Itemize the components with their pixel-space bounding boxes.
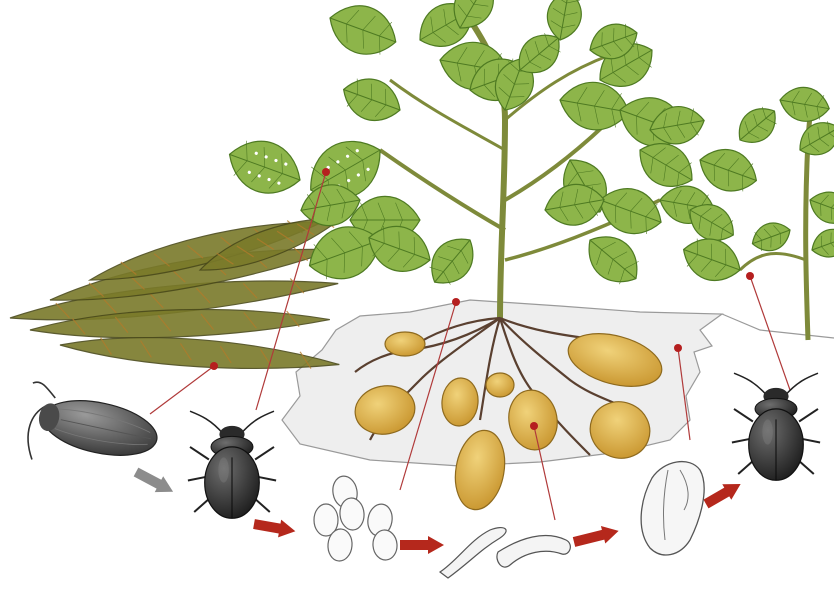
soil-surface-right bbox=[722, 314, 834, 338]
leaf bbox=[322, 0, 404, 64]
adult-beetle-emerged bbox=[188, 411, 276, 518]
life-cycle-arrow bbox=[702, 476, 746, 512]
marker-dot bbox=[746, 272, 754, 280]
marker-dot bbox=[674, 344, 682, 352]
leaf bbox=[337, 70, 407, 129]
leaf bbox=[792, 114, 834, 163]
leaf bbox=[221, 131, 309, 204]
leaf bbox=[577, 224, 649, 294]
larva-icon bbox=[440, 528, 570, 578]
tuber bbox=[385, 332, 425, 356]
leaf bbox=[805, 186, 834, 230]
leaf bbox=[677, 230, 747, 289]
leaf bbox=[730, 99, 784, 151]
adult-beetle-new bbox=[732, 373, 820, 480]
leaf bbox=[420, 228, 484, 294]
leaf bbox=[777, 83, 832, 125]
pupa-icon bbox=[641, 462, 704, 555]
marker-dot bbox=[452, 298, 460, 306]
leaf bbox=[693, 141, 763, 200]
eggs-icon bbox=[314, 474, 398, 562]
tuber bbox=[486, 373, 514, 397]
life-cycle-arrow bbox=[132, 464, 178, 500]
overwintering-beetle bbox=[17, 381, 163, 484]
wilted-plant bbox=[8, 205, 345, 377]
leaf bbox=[807, 224, 834, 263]
marker-dot bbox=[322, 168, 330, 176]
life-cycle-arrow bbox=[400, 536, 444, 554]
marker-dot bbox=[530, 422, 538, 430]
leaf bbox=[748, 217, 795, 256]
marker-dot bbox=[210, 362, 218, 370]
life-cycle-arrow bbox=[572, 522, 621, 551]
life-cycle-arrow bbox=[252, 515, 296, 540]
